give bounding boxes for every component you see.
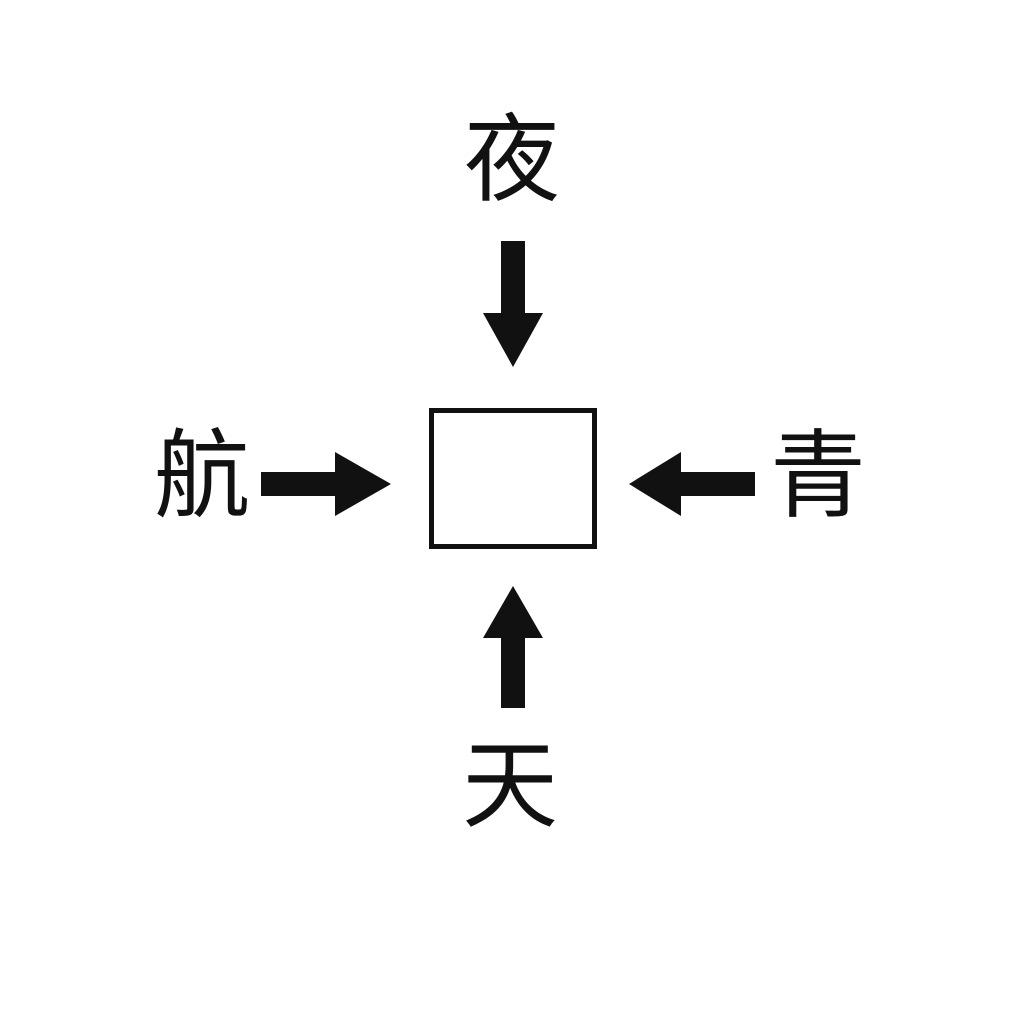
arrow-right-icon [261, 452, 391, 516]
arrow-up-icon [483, 586, 543, 708]
arrow-down-icon [483, 241, 543, 367]
center-answer-text [434, 413, 592, 544]
center-answer-box[interactable] [429, 408, 597, 549]
clue-character-left: 航 [154, 420, 250, 532]
clue-character-bottom: 天 [462, 730, 558, 842]
clue-character-top: 夜 [464, 104, 560, 216]
clue-character-right: 青 [770, 420, 866, 532]
arrow-left-icon [629, 452, 755, 516]
